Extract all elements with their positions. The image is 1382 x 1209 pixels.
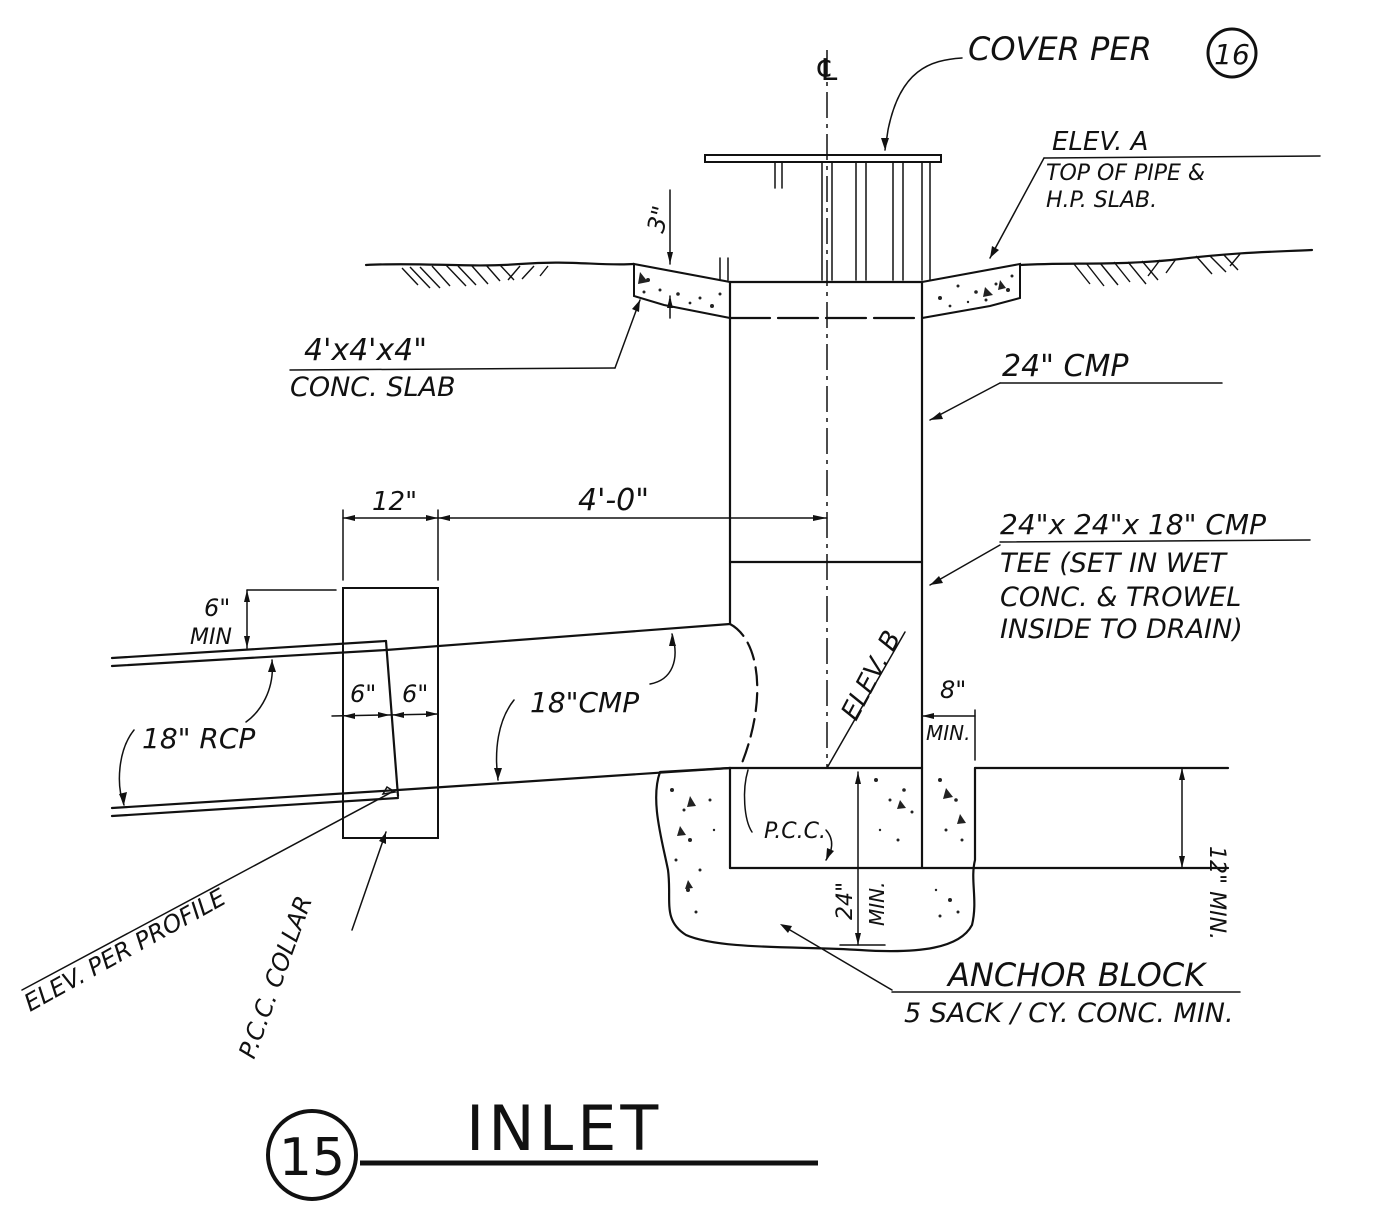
rcp-label: 18" RCP <box>142 722 255 755</box>
concrete-slab <box>633 262 1021 320</box>
rcp-pipe-18in <box>110 639 400 818</box>
slab-type-label: CONC. SLAB <box>290 372 456 403</box>
tee-label-line3: CONC. & TROWEL <box>1000 582 1241 613</box>
anchor-block-label: ANCHOR BLOCK <box>946 956 1208 994</box>
tee-label-line2: TEE (SET IN WET <box>1000 548 1229 579</box>
riser-label: 24" CMP <box>1002 349 1129 384</box>
dim-12in-min: 12" MIN. <box>1204 846 1229 940</box>
elev-a-note-line2: H.P. SLAB. <box>1046 188 1157 213</box>
soil-hatch-left <box>401 264 549 289</box>
drawing-title: INLET <box>466 1092 662 1165</box>
slab-size-label: 4'x4'x4" <box>304 333 427 368</box>
dim-6in-min-text: MIN <box>190 625 232 650</box>
ground-line <box>364 248 1314 267</box>
lateral-pipe-18in-cmp <box>384 622 759 792</box>
dim-24in-min-value: 24" <box>833 882 858 920</box>
tee-label-line4: INSIDE TO DRAIN) <box>1000 614 1243 645</box>
dim-24in-min-text: MIN. <box>865 882 889 926</box>
elev-b-label: ELEV. B <box>836 626 908 725</box>
pcc-label: P.C.C. <box>764 819 826 844</box>
dim-6in-right: 6" <box>402 680 428 708</box>
dim-6in-min-value: 6" <box>204 594 230 622</box>
detail-number: 15 <box>279 1128 345 1188</box>
tee-label-line1: 24"x 24"x 18" CMP <box>1000 508 1266 541</box>
dimension-lines <box>244 189 1185 946</box>
elev-profile-label: ELEV. PER PROFILE <box>19 883 231 1017</box>
centerline-symbol: ℄ <box>814 53 841 88</box>
elev-a-label: ELEV. A <box>1052 127 1148 157</box>
dim-8in-text: MIN. <box>926 721 970 745</box>
soil-hatch-right <box>1073 253 1241 287</box>
cover-ref-number: 16 <box>1214 38 1250 71</box>
cmp-18-label: 18"CMP <box>530 686 639 719</box>
anchor-block-spec: 5 SACK / CY. CONC. MIN. <box>904 998 1234 1029</box>
detail-number-circle <box>266 1109 358 1201</box>
dim-6in-left: 6" <box>350 680 376 708</box>
pcc-collar-label: P.C.C. COLLAR <box>233 892 318 1062</box>
pcc-collar <box>342 587 439 839</box>
dim-8in-value: 8" <box>940 676 966 704</box>
cover-ref-circle <box>1206 27 1258 79</box>
anchor-block <box>655 766 1230 953</box>
cover-label: COVER PER <box>968 30 1152 68</box>
cover-grate <box>704 154 942 281</box>
dim-4ft: 4'-0" <box>578 483 649 518</box>
riser-pipe-24in <box>728 280 1230 870</box>
leader-lines <box>21 57 1321 993</box>
dim-12in: 12" <box>372 487 417 517</box>
elev-a-note-line1: TOP OF PIPE & <box>1046 161 1205 186</box>
drawing-title-block: 15 INLET <box>266 1092 818 1201</box>
